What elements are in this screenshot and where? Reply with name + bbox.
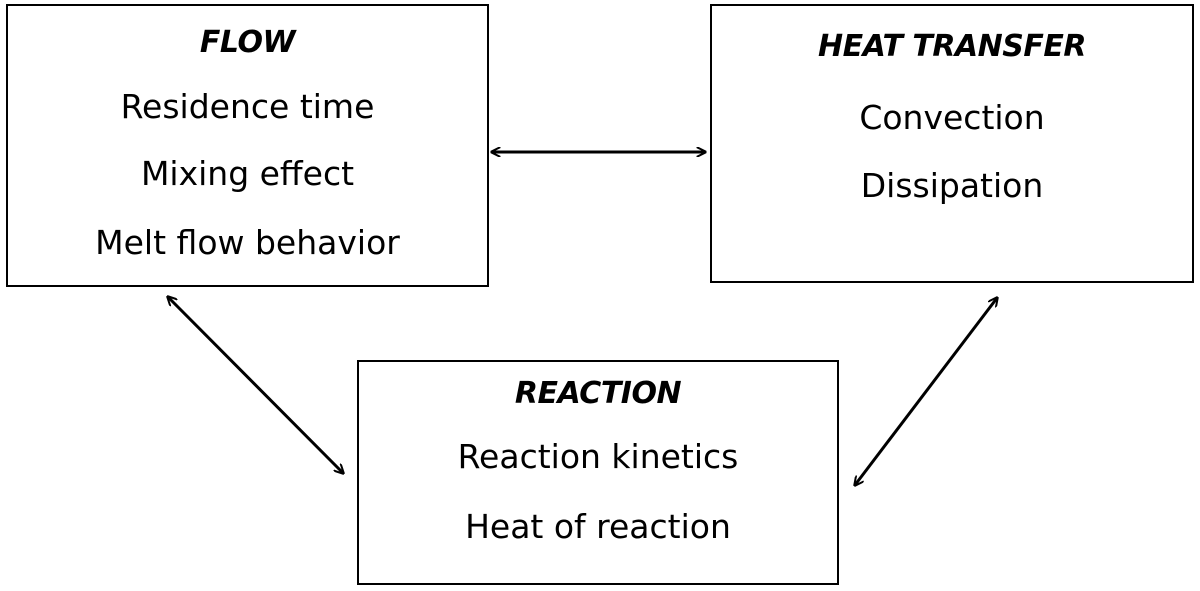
flow-box: FLOW Residence time Mixing effect Melt f…	[6, 4, 489, 287]
flow-reaction-arrow	[168, 297, 343, 473]
reaction-box: REACTION Reaction kinetics Heat of react…	[357, 360, 839, 585]
reaction-title: REACTION	[514, 376, 682, 411]
flow-item-residence-time: Residence time	[120, 87, 375, 126]
heat-transfer-item-convection: Convection	[859, 98, 1045, 137]
flow-item-mixing-effect: Mixing effect	[140, 154, 355, 193]
heat-transfer-item-dissipation: Dissipation	[860, 166, 1044, 205]
heat-transfer-title: HEAT TRANSFER	[818, 29, 1086, 64]
heat-transfer-reaction-arrow	[855, 298, 997, 485]
reaction-item-kinetics: Reaction kinetics	[457, 437, 739, 476]
heat-transfer-box: HEAT TRANSFER Convection Dissipation	[710, 4, 1194, 283]
flow-title: FLOW	[199, 25, 296, 60]
reaction-item-heat-of-reaction: Heat of reaction	[465, 507, 731, 546]
flow-item-melt-flow-behavior: Melt flow behavior	[95, 223, 400, 262]
